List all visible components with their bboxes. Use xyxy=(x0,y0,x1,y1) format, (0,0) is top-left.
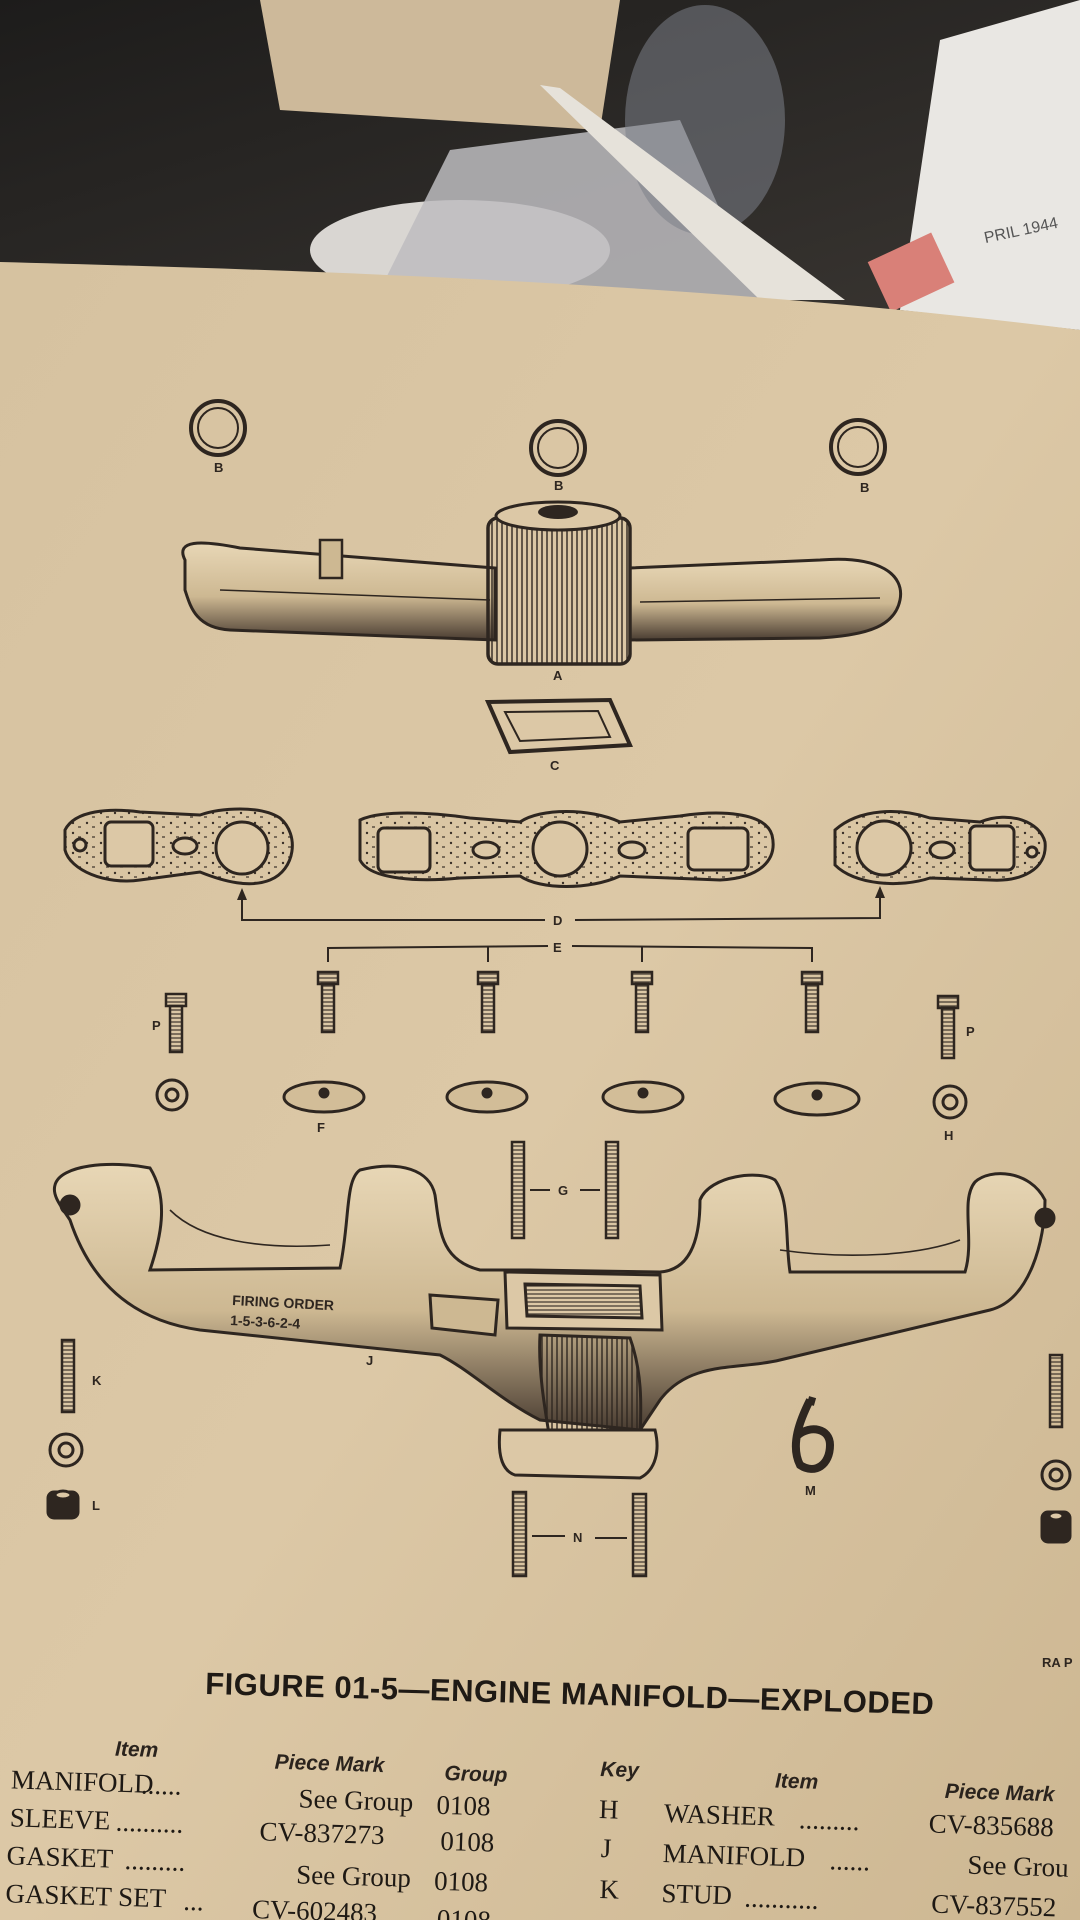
right-row-3-leader: ........... xyxy=(744,1883,819,1915)
part-d-gaskets xyxy=(63,807,1047,888)
left-row-2-group: 0108 xyxy=(440,1826,495,1858)
lower-manifold-drawing xyxy=(52,1162,1056,1480)
casting-text-line1: FIRING ORDER xyxy=(232,1292,335,1313)
label-h: H xyxy=(944,1128,953,1143)
part-n-studs xyxy=(511,1490,648,1578)
right-row-1-key: H xyxy=(599,1794,619,1825)
label-l: L xyxy=(92,1498,100,1513)
header-group: Group xyxy=(444,1762,508,1787)
left-row-1-item: MANIFOLD xyxy=(11,1764,154,1798)
right-row-1-leader: ......... xyxy=(798,1804,860,1836)
manual-page xyxy=(0,262,1080,1920)
upper-manifold-drawing xyxy=(181,500,903,666)
label-a: A xyxy=(553,668,563,683)
left-row-3-piece: See Group xyxy=(296,1859,412,1893)
paper-sheet xyxy=(540,85,845,300)
part-c-gasket xyxy=(484,697,634,755)
label-p-left: P xyxy=(152,1018,161,1033)
pink-tab xyxy=(867,232,955,312)
washers xyxy=(155,1078,968,1120)
left-row-2-leader: .......... xyxy=(115,1807,183,1839)
label-e: E xyxy=(553,940,562,955)
casting-text-line2: 1-5-3-6-2-4 xyxy=(230,1312,301,1332)
label-p-right: P xyxy=(966,1024,975,1039)
header-piece-mark-left: Piece Mark xyxy=(274,1751,386,1777)
right-row-2-key: J xyxy=(600,1833,611,1863)
part-e-bolts xyxy=(316,970,824,1034)
left-row-1-leader: ...... xyxy=(141,1769,182,1800)
label-b-2: B xyxy=(554,478,563,493)
left-row-4-item: GASKET SET xyxy=(5,1878,167,1913)
d-arrow-left xyxy=(237,888,247,900)
e-leader-lines xyxy=(327,945,813,962)
label-b-3: B xyxy=(860,480,869,495)
part-k-stud-left xyxy=(60,1338,76,1414)
right-row-2-item: MANIFOLD xyxy=(662,1838,805,1872)
part-k-stud-right xyxy=(1048,1353,1064,1429)
left-row-4-group: 0108 xyxy=(436,1904,491,1920)
right-row-1-item: WASHER xyxy=(664,1798,776,1831)
left-row-4-leader: ... xyxy=(183,1886,204,1917)
d-arrow-right xyxy=(875,886,885,898)
label-d: D xyxy=(553,913,562,928)
part-g-studs xyxy=(510,1140,620,1240)
part-p-bolts xyxy=(164,992,960,1060)
left-row-1-group: 0108 xyxy=(436,1790,491,1822)
left-row-3-item: GASKET xyxy=(6,1840,114,1873)
card-background xyxy=(260,0,620,130)
label-k: K xyxy=(92,1373,102,1388)
part-m-clip xyxy=(791,1396,835,1473)
header-item-right: Item xyxy=(775,1770,819,1794)
parts-table-left: Item Piece Mark Group MANIFOLD ...... Se… xyxy=(5,1738,508,1920)
right-row-2-leader: ...... xyxy=(829,1845,870,1876)
right-row-3-piece: CV-837552 xyxy=(931,1888,1057,1920)
left-row-3-leader: ......... xyxy=(124,1845,186,1877)
label-g: G xyxy=(558,1183,568,1198)
left-row-2-item: SLEEVE xyxy=(9,1802,110,1835)
right-row-2-piece: See Grou xyxy=(967,1850,1070,1883)
right-papers xyxy=(900,0,1080,330)
right-row-3-key: K xyxy=(599,1874,620,1905)
right-row-1-piece: CV-835688 xyxy=(928,1808,1054,1842)
right-washer-nut xyxy=(1040,1459,1072,1544)
label-n: N xyxy=(573,1530,582,1545)
label-c: C xyxy=(550,758,560,773)
label-m: M xyxy=(805,1483,816,1498)
part-b-rings xyxy=(189,399,887,477)
n-arrows xyxy=(532,1535,627,1539)
header-key: Key xyxy=(600,1758,641,1782)
left-row-3-group: 0108 xyxy=(434,1866,489,1898)
label-b-1: B xyxy=(214,460,223,475)
left-row-1-piece: See Group xyxy=(298,1783,414,1817)
corner-mark: RA P xyxy=(1042,1655,1073,1670)
left-row-2-piece: CV-837273 xyxy=(259,1816,385,1850)
left-washer-nut xyxy=(46,1432,84,1520)
part-f-plates xyxy=(282,1080,861,1117)
parts-table-right: Key Item Piece Mark H WASHER ......... C… xyxy=(599,1758,1070,1920)
left-row-4-piece: CV-602483 xyxy=(252,1894,378,1920)
header-piece-mark-right: Piece Mark xyxy=(944,1780,1056,1806)
header-item-left: Item xyxy=(115,1738,159,1762)
label-f: F xyxy=(317,1120,325,1135)
right-row-3-item: STUD xyxy=(661,1878,732,1910)
label-j: J xyxy=(366,1353,373,1368)
